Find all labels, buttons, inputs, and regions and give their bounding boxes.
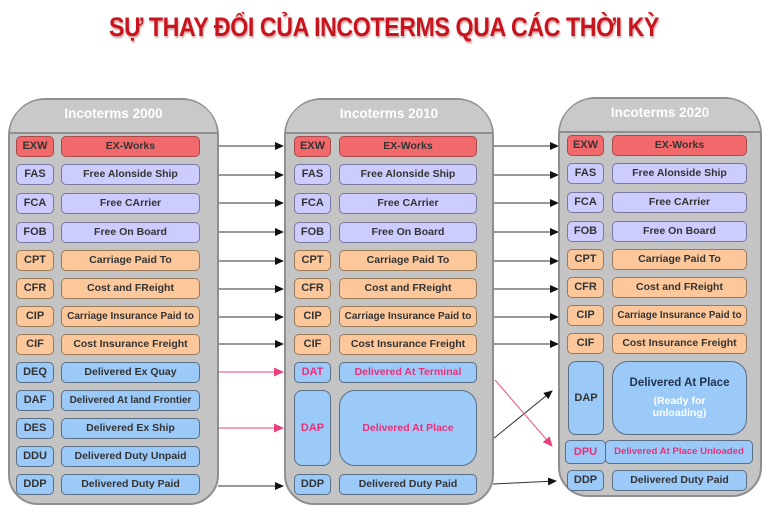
- term-code-cif: CIF: [16, 334, 54, 355]
- dap-note-line1: (Ready for: [653, 394, 706, 407]
- term-name-fca: Free CArrier: [61, 193, 200, 214]
- term-name-cip: Carriage Insurance Paid to: [339, 306, 477, 327]
- term-name-cif: Cost Insurance Freight: [339, 334, 477, 355]
- term-name-cfr: Cost and FReight: [61, 278, 200, 299]
- term-name-dap: Delivered At Place: [339, 390, 477, 466]
- term-name-fas: Free Alonside Ship: [339, 164, 477, 185]
- term-code-cpt: CPT: [294, 250, 331, 271]
- term-name-ddp: Delivered Duty Paid: [339, 474, 477, 495]
- term-code-des: DES: [16, 418, 54, 439]
- term-code-ddp: DDP: [567, 470, 604, 491]
- panel-incoterms-2000: Incoterms 2000: [8, 98, 219, 505]
- term-name-dpu: Delivered At Place Unloaded: [605, 440, 753, 464]
- term-code-ddp: DDP: [16, 474, 54, 495]
- panel-header: Incoterms 2020: [560, 99, 760, 133]
- panel-title: Incoterms 2000: [64, 106, 163, 121]
- term-code-fob: FOB: [294, 222, 331, 243]
- term-name-fca: Free CArrier: [612, 192, 747, 213]
- term-code-dap: DAP: [568, 361, 604, 435]
- term-name-ddu: Delivered Duty Unpaid: [61, 446, 200, 467]
- term-code-dpu: DPU: [565, 440, 606, 464]
- panel-header: Incoterms 2010: [286, 100, 492, 134]
- term-code-exw: EXW: [294, 136, 331, 157]
- term-name-exw: EX-Works: [339, 136, 477, 157]
- panel-title: Incoterms 2010: [339, 106, 439, 121]
- term-name-ddp: Delivered Duty Paid: [61, 474, 200, 495]
- term-name-fob: Free On Board: [61, 222, 200, 243]
- term-name-cpt: Carriage Paid To: [612, 249, 747, 270]
- term-code-fca: FCA: [294, 193, 331, 214]
- panel-header: Incoterms 2000: [10, 100, 217, 134]
- term-code-cpt: CPT: [567, 249, 604, 270]
- term-name-cip: Carriage Insurance Paid to: [612, 305, 747, 326]
- term-code-exw: EXW: [16, 136, 54, 157]
- term-name-ddp: Delivered Duty Paid: [612, 470, 747, 491]
- term-code-cif: CIF: [294, 334, 331, 355]
- term-code-dat: DAT: [294, 362, 331, 383]
- term-code-fas: FAS: [567, 163, 604, 184]
- term-code-cfr: CFR: [567, 277, 604, 298]
- term-code-fas: FAS: [294, 164, 331, 185]
- term-code-fca: FCA: [16, 193, 54, 214]
- term-code-ddp: DDP: [294, 474, 331, 495]
- term-code-cfr: CFR: [16, 278, 54, 299]
- term-name-cpt: Carriage Paid To: [339, 250, 477, 271]
- term-name-cip: Carriage Insurance Paid to: [61, 306, 200, 327]
- term-code-fob: FOB: [567, 221, 604, 242]
- dap-note-line2: unloading): [652, 406, 707, 419]
- term-code-fca: FCA: [567, 192, 604, 213]
- term-name-des: Delivered Ex Ship: [61, 418, 200, 439]
- term-name-fob: Free On Board: [612, 221, 747, 242]
- term-name-deq: Delivered Ex Quay: [61, 362, 200, 383]
- term-code-cip: CIP: [294, 306, 331, 327]
- term-code-cfr: CFR: [294, 278, 331, 299]
- term-name-cif: Cost Insurance Freight: [61, 334, 200, 355]
- term-code-exw: EXW: [567, 135, 604, 156]
- term-name-cfr: Cost and FReight: [339, 278, 477, 299]
- term-name-exw: EX-Works: [61, 136, 200, 157]
- term-name-fas: Free Alonside Ship: [612, 163, 747, 184]
- term-code-deq: DEQ: [16, 362, 54, 383]
- term-name-cfr: Cost and FReight: [612, 277, 747, 298]
- term-name-dap: Delivered At Place (Ready for unloading): [612, 361, 747, 435]
- panel-title: Incoterms 2020: [610, 105, 710, 120]
- term-code-cip: CIP: [567, 305, 604, 326]
- term-name-cpt: Carriage Paid To: [61, 250, 200, 271]
- term-code-dap: DAP: [294, 390, 331, 466]
- term-code-cip: CIP: [16, 306, 54, 327]
- term-name-fca: Free CArrier: [339, 193, 477, 214]
- term-name-fob: Free On Board: [339, 222, 477, 243]
- term-name-exw: EX-Works: [612, 135, 747, 156]
- page-title: SỰ THAY ĐỔI CỦA INCOTERMS QUA CÁC THỜI K…: [109, 12, 659, 42]
- term-code-cif: CIF: [567, 333, 604, 354]
- term-code-fob: FOB: [16, 222, 54, 243]
- term-name-dat: Delivered At Terminal: [339, 362, 477, 383]
- dap-name: Delivered At Place: [629, 377, 730, 390]
- term-code-fas: FAS: [16, 164, 54, 185]
- term-name-daf: Delivered At land Frontier: [61, 390, 200, 411]
- term-code-daf: DAF: [16, 390, 54, 411]
- term-name-fas: Free Alonside Ship: [61, 164, 200, 185]
- term-code-cpt: CPT: [16, 250, 54, 271]
- term-name-cif: Cost Insurance Freight: [612, 333, 747, 354]
- term-code-ddu: DDU: [16, 446, 54, 467]
